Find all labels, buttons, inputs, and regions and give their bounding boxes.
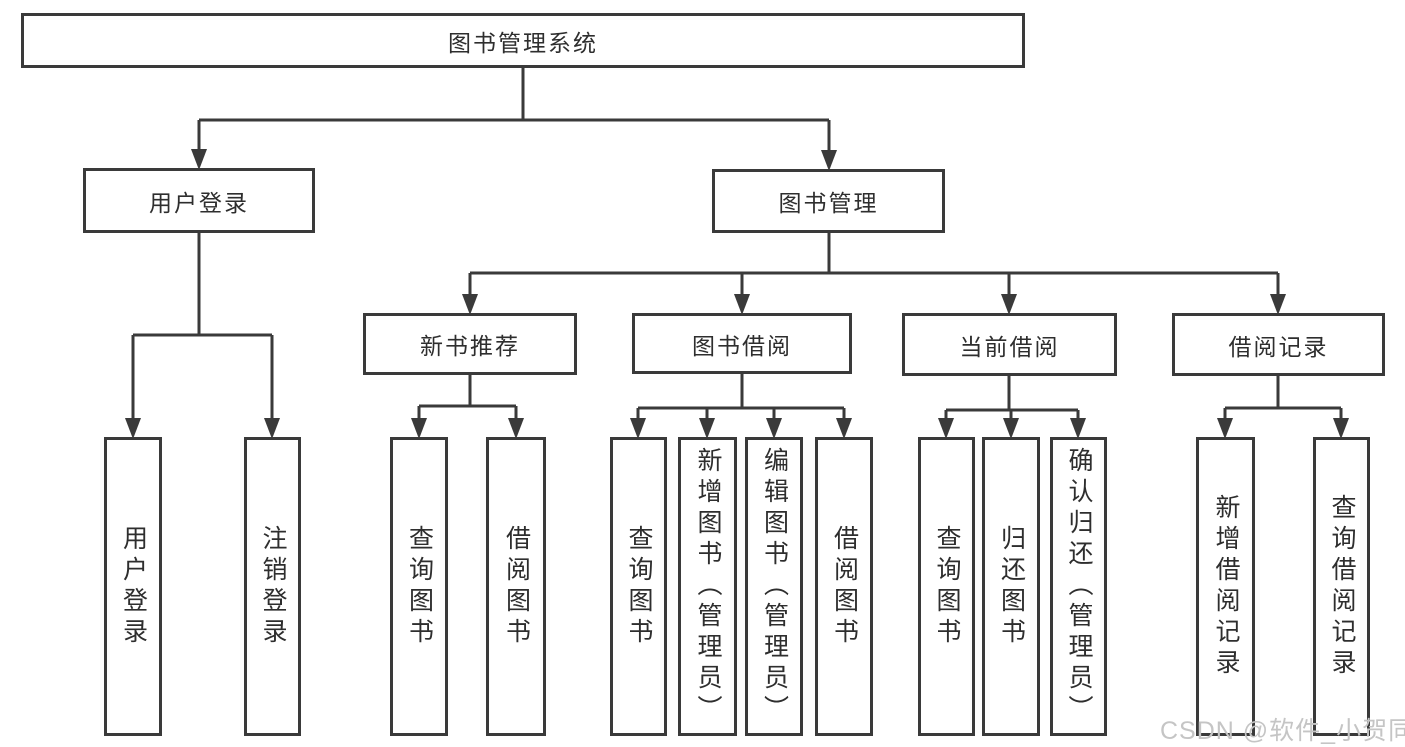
arrow-down-icon [836, 418, 852, 439]
node-label: 查询借阅记录 [1328, 493, 1356, 680]
node-label: 新增借阅记录 [1212, 493, 1240, 680]
node-label: 当前借阅 [959, 333, 1060, 360]
arrow-down-icon [411, 418, 427, 439]
node-leaf-confirm-return-admin: 确认归还（管理员） [1050, 437, 1107, 736]
node-leaf-borrow-book-1: 借阅图书 [486, 437, 546, 736]
arrow-down-icon [630, 418, 646, 439]
node-leaf-add-book-admin: 新增图书（管理员） [678, 437, 737, 736]
node-label: 借阅记录 [1228, 333, 1329, 360]
trunk-borrow-record [1223, 376, 1343, 421]
node-borrow-record: 借阅记录 [1172, 313, 1385, 376]
csdn-watermark: CSDN @软件_小贺同学 [1160, 717, 1405, 745]
arrow-down-icon [1003, 418, 1019, 439]
arrow-down-icon [1270, 294, 1286, 315]
node-new-book-recommend: 新书推荐 [363, 313, 577, 375]
node-leaf-query-book-2: 查询图书 [610, 437, 667, 736]
arrow-down-icon [462, 294, 478, 315]
node-leaf-return-book: 归还图书 [982, 437, 1040, 736]
node-label: 新书推荐 [420, 333, 520, 359]
trunk-current-borrow [944, 376, 1080, 421]
node-label: 图书管理 [778, 190, 879, 216]
arrow-down-icon [766, 418, 782, 439]
arrow-down-icon [1001, 294, 1017, 315]
node-label: 图书借阅 [692, 332, 792, 359]
node-leaf-edit-book-admin: 编辑图书（管理员） [745, 437, 803, 736]
trunk-book-mgmt [468, 233, 1280, 297]
trunk-user-login [131, 233, 274, 421]
node-book-borrow: 图书借阅 [632, 313, 852, 374]
arrow-down-icon [264, 418, 280, 439]
node-user-login: 用户登录 [83, 168, 315, 233]
node-label: 查询图书 [625, 524, 653, 649]
trunk-book-borrow [636, 374, 846, 421]
node-leaf-borrow-book-2: 借阅图书 [815, 437, 873, 736]
node-label: 查询图书 [405, 524, 434, 649]
node-label: 借阅图书 [830, 524, 859, 649]
arrow-down-icon [1333, 418, 1349, 439]
node-label: 图书管理系统 [448, 29, 598, 56]
node-current-borrow: 当前借阅 [902, 313, 1117, 376]
node-leaf-query-book-1: 查询图书 [390, 437, 448, 736]
node-leaf-logout: 注销登录 [244, 437, 301, 736]
node-book-management: 图书管理 [712, 169, 945, 233]
arrow-down-icon [191, 149, 207, 170]
node-label: 归还图书 [997, 524, 1026, 649]
arrow-down-icon [125, 418, 141, 439]
node-label: 注销登录 [259, 524, 287, 649]
arrow-down-icon [508, 418, 524, 439]
arrow-down-icon [1217, 418, 1233, 439]
node-leaf-add-borrow-record: 新增借阅记录 [1196, 437, 1255, 736]
node-label: 编辑图书（管理员） [760, 447, 789, 726]
node-root-system: 图书管理系统 [21, 13, 1025, 68]
arrow-down-icon [734, 294, 750, 315]
node-leaf-query-borrow-record: 查询借阅记录 [1313, 437, 1370, 736]
node-leaf-query-book-3: 查询图书 [918, 437, 975, 736]
node-label: 查询图书 [933, 524, 961, 649]
node-label: 确认归还（管理员） [1065, 447, 1093, 726]
node-label: 用户登录 [119, 524, 148, 649]
arrow-down-icon [699, 418, 715, 439]
node-label: 借阅图书 [502, 524, 531, 649]
node-label: 用户登录 [149, 189, 249, 216]
arrow-down-icon [821, 150, 837, 171]
arrow-down-icon [1070, 418, 1086, 439]
trunk-root [197, 68, 831, 153]
node-leaf-user-login: 用户登录 [104, 437, 162, 736]
arrow-down-icon [938, 418, 954, 439]
trunk-new-book-rec [417, 375, 518, 421]
node-label: 新增图书（管理员） [694, 447, 722, 726]
